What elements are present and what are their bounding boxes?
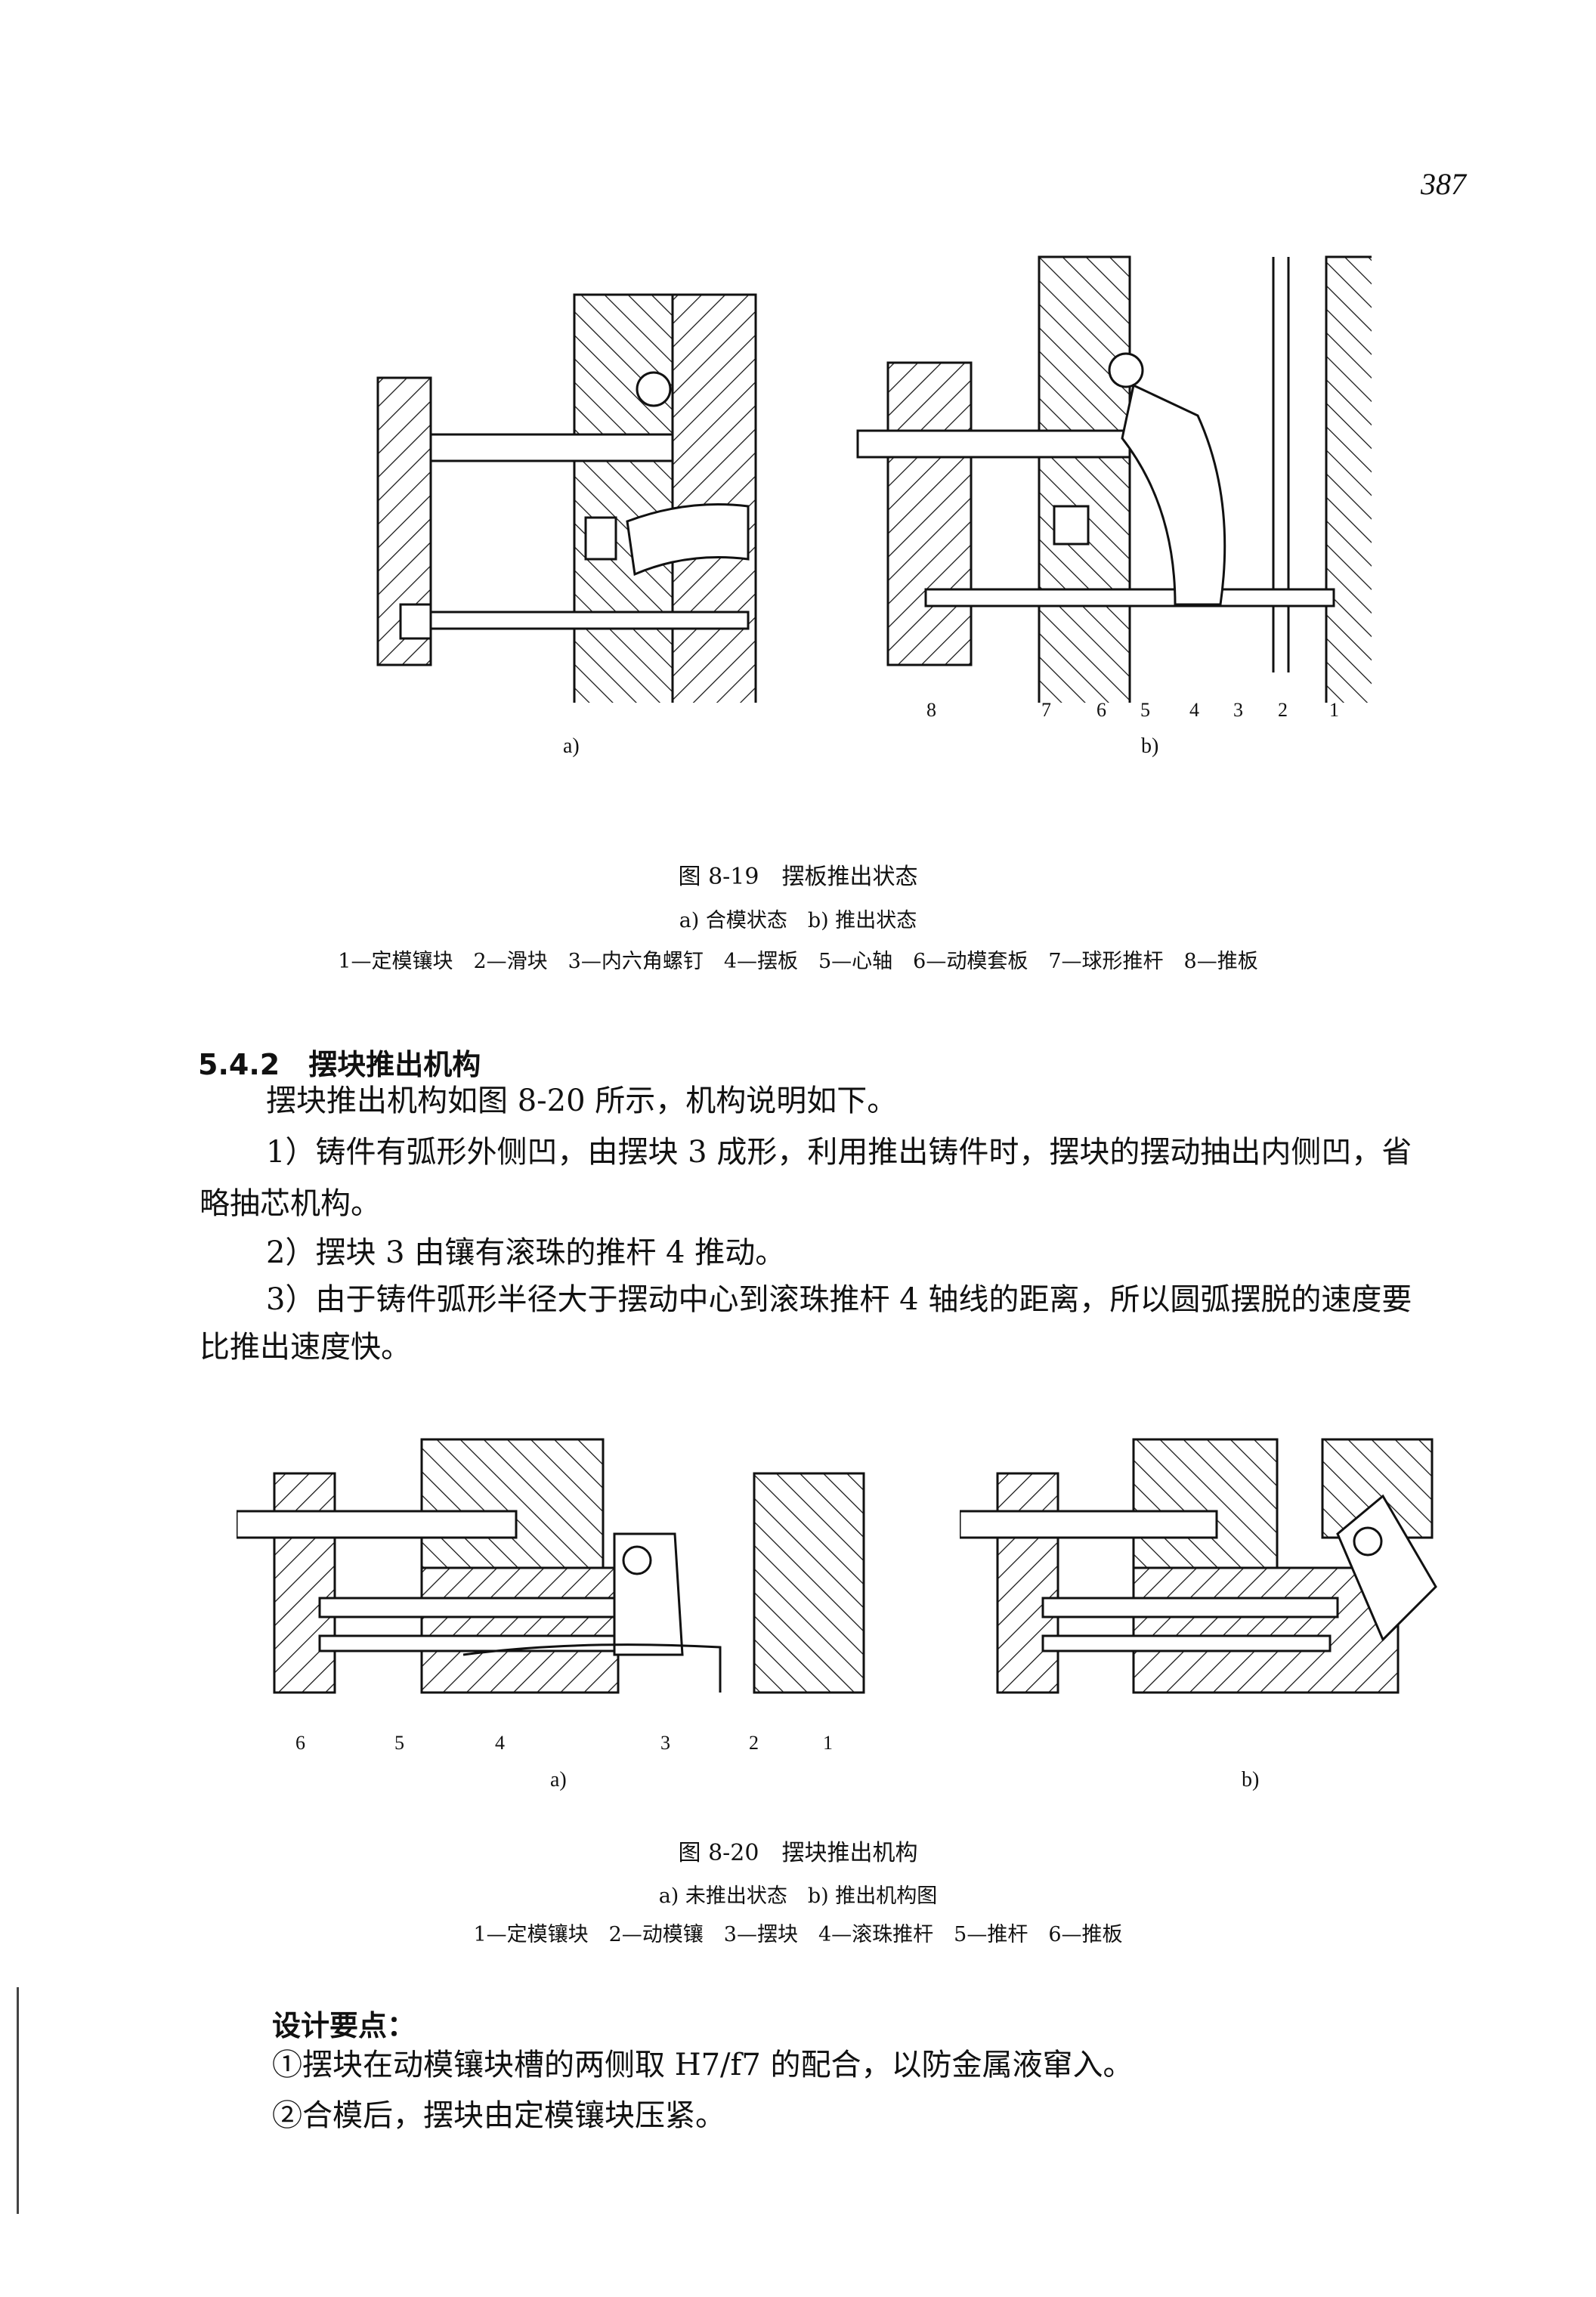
fig19-part-6: 6 [1096, 699, 1106, 721]
item-3-line-1: 3）由于铸件弧形半径大于摆动中心到滚珠推杆 4 轴线的距离，所以圆弧摆脱的速度要 [266, 1282, 1412, 1317]
item-1-line-1: 1）铸件有弧形外侧凹，由摆块 3 成形，利用推出铸件时，摆块的摆动抽出内侧凹，省 [266, 1135, 1412, 1170]
figure-8-19-subtitle: a) 合模状态 b) 推出状态 [679, 909, 917, 932]
margin-rule [17, 1987, 19, 2214]
figure-8-19-title: 图 8-19 摆板推出状态 [678, 864, 918, 890]
fig19-part-8: 8 [926, 699, 936, 721]
design-points-heading: 设计要点： [272, 2009, 416, 2042]
figure-8-19-legend: 1—定模镶块 2—滑块 3—内六角螺钉 4—摆板 5—心轴 6—动模套板 7—球… [338, 950, 1258, 973]
fig19-sub-b: b) [1141, 734, 1159, 758]
fig20-part-6: 6 [295, 1732, 305, 1754]
fig20-part-1: 1 [823, 1732, 833, 1754]
design-point-1: ①摆块在动模镶块槽的两侧取 H7/f7 的配合，以防金属液窜入。 [272, 2048, 1134, 2082]
fig19-part-1: 1 [1329, 699, 1339, 721]
figure-8-20-a-drawing [237, 1438, 865, 1694]
figure-8-19-b-drawing [856, 255, 1372, 703]
fig19-part-3: 3 [1233, 699, 1243, 721]
section-intro: 摆块推出机构如图 8-20 所示，机构说明如下。 [266, 1084, 898, 1118]
figure-8-20-legend: 1—定模镶块 2—动模镶 3—摆块 4—滚珠推杆 5—推杆 6—推板 [473, 1923, 1123, 1946]
item-1-line-2: 略抽芯机构。 [200, 1186, 381, 1221]
figure-8-20-subtitle: a) 未推出状态 b) 推出机构图 [658, 1884, 938, 1908]
fig20-part-2: 2 [749, 1732, 759, 1754]
fig19-part-5: 5 [1140, 699, 1150, 721]
fig19-part-4: 4 [1189, 699, 1199, 721]
figure-8-20-b-drawing [960, 1438, 1437, 1694]
figure-8-20-title: 图 8-20 摆块推出机构 [678, 1840, 918, 1866]
fig20-sub-a: a) [550, 1768, 567, 1792]
fig20-part-5: 5 [394, 1732, 404, 1754]
fig20-part-4: 4 [495, 1732, 505, 1754]
figure-8-19-a-drawing [376, 293, 757, 703]
fig19-part-7: 7 [1041, 699, 1051, 721]
design-point-2: ②合模后，摆块由定模镶块压紧。 [272, 2098, 725, 2133]
fig19-part-2: 2 [1278, 699, 1288, 721]
fig19-sub-a: a) [563, 734, 580, 758]
item-2: 2）摆块 3 由镶有滚珠的推杆 4 推动。 [266, 1235, 786, 1270]
page-number: 387 [1421, 167, 1466, 201]
item-3-line-2: 比推出速度快。 [200, 1330, 411, 1365]
section-heading: 5.4.2 摆块推出机构 [198, 1048, 481, 1081]
fig20-sub-b: b) [1242, 1768, 1260, 1792]
fig20-part-3: 3 [660, 1732, 670, 1754]
